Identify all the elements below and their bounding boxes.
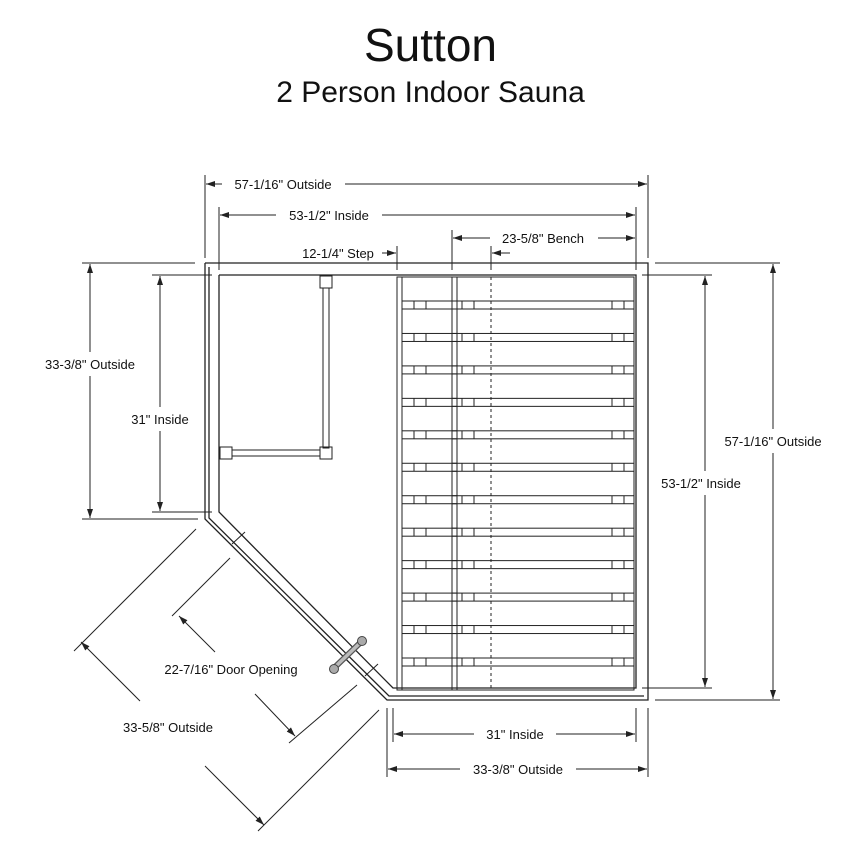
bench-divider-gap — [451, 365, 458, 375]
bench-divider-gap — [451, 592, 458, 602]
bench-divider-gap — [451, 560, 458, 570]
bench-divider-gap — [451, 430, 458, 440]
diagram-subtitle: 2 Person Indoor Sauna — [276, 76, 585, 109]
dim-left-outside: 33-3/8" Outside — [45, 357, 135, 372]
dim-right-inside: 53-1/2" Inside — [661, 476, 741, 491]
dim-door-opening: 22-7/16" Door Opening — [164, 662, 297, 677]
bench-slat — [401, 332, 635, 342]
bench-slat — [401, 657, 635, 667]
bench-slat — [401, 625, 635, 635]
dim-left-inside: 31" Inside — [131, 412, 188, 427]
bench-divider-gap — [451, 332, 458, 342]
bench-slat — [401, 462, 635, 472]
bench-divider-gap — [451, 300, 458, 310]
bench-slat — [401, 592, 635, 602]
bench-slat — [401, 495, 635, 505]
bench-divider-gap — [451, 397, 458, 407]
dim-diagonal-outside: 33-5/8" Outside — [123, 720, 213, 735]
dim-bench: 23-5/8" Bench — [502, 231, 584, 246]
door-jamb — [364, 663, 379, 677]
inner-wall — [218, 274, 637, 689]
diagram-title: Sutton — [364, 19, 497, 71]
dim-top-inside: 53-1/2" Inside — [289, 208, 369, 223]
heater-guard — [219, 275, 333, 460]
bench-divider-gap — [451, 495, 458, 505]
bench-slat — [401, 430, 635, 440]
bench-slat — [401, 527, 635, 537]
bench-slat — [401, 560, 635, 570]
outer-wall — [204, 262, 649, 701]
dimension-lines — [73, 175, 780, 832]
bench-divider-gap — [451, 462, 458, 472]
bench-slat — [401, 397, 635, 407]
bench-slat — [401, 365, 635, 375]
dim-bottom-outside: 33-3/8" Outside — [473, 762, 563, 777]
dim-top-outside: 57-1/16" Outside — [234, 177, 331, 192]
bench-divider-gap — [451, 657, 458, 667]
door-handle-icon — [329, 636, 367, 674]
dim-bottom-inside: 31" Inside — [486, 727, 543, 742]
bench-divider-gap — [451, 527, 458, 537]
dim-step: 12-1/4" Step — [302, 246, 374, 261]
bench-divider-gap — [451, 625, 458, 635]
bench — [396, 276, 635, 691]
bench-slat — [401, 300, 635, 310]
dim-right-outside: 57-1/16" Outside — [724, 434, 821, 449]
door-jamb — [231, 531, 246, 545]
